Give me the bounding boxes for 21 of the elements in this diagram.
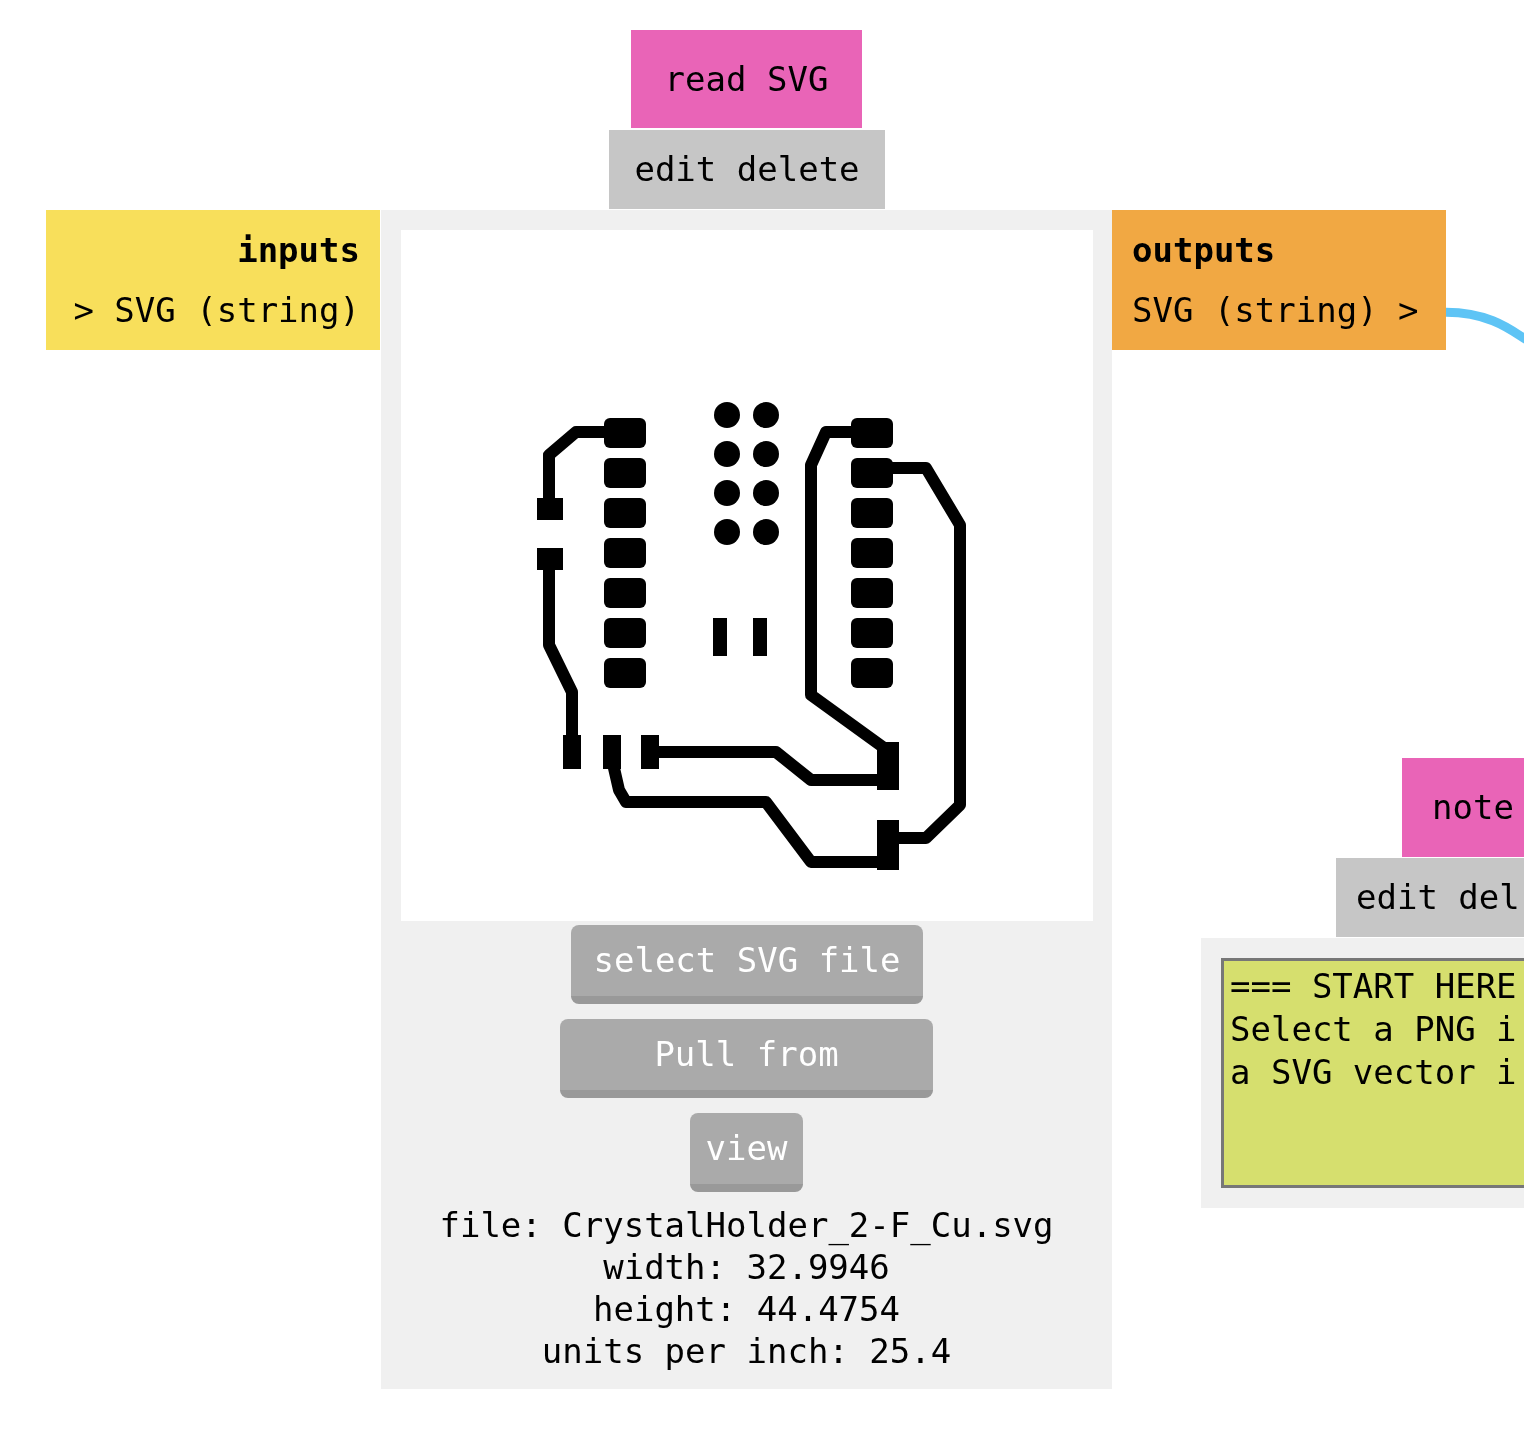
file-info-text: units per inch: 25.4: [541, 1331, 952, 1371]
module-title: note: [1402, 758, 1524, 857]
inputs-panel: [46, 210, 380, 350]
panel-heading: outputs: [1132, 229, 1277, 272]
module-panel: [381, 210, 1112, 1389]
select-file-button: select SVG file: [571, 925, 923, 1004]
file-info-text: width: 32.9946: [603, 1247, 890, 1287]
module-title: read SVG: [631, 30, 862, 128]
module-panel: [1201, 938, 1524, 1208]
port-label: > SVG (string): [72, 289, 360, 332]
file-info-text: file: CrystalHolder_2-F_Cu.svg: [439, 1205, 1054, 1245]
pull-button: Pull from: [560, 1019, 933, 1098]
edit-delete-bar: edit del: [1336, 858, 1524, 937]
edit-delete-bar: edit delete: [609, 130, 885, 209]
outputs-panel: [1112, 210, 1446, 350]
view-button: view: [690, 1113, 803, 1192]
file-info-text: height: 44.4754: [592, 1289, 900, 1329]
panel-heading: inputs: [236, 229, 360, 272]
port-label: SVG (string) >: [1132, 289, 1420, 332]
note-text-area: === START HERE Select a PNG i a SVG vector i: [1221, 958, 1524, 1188]
circuit-board-drawing: [401, 230, 1093, 921]
